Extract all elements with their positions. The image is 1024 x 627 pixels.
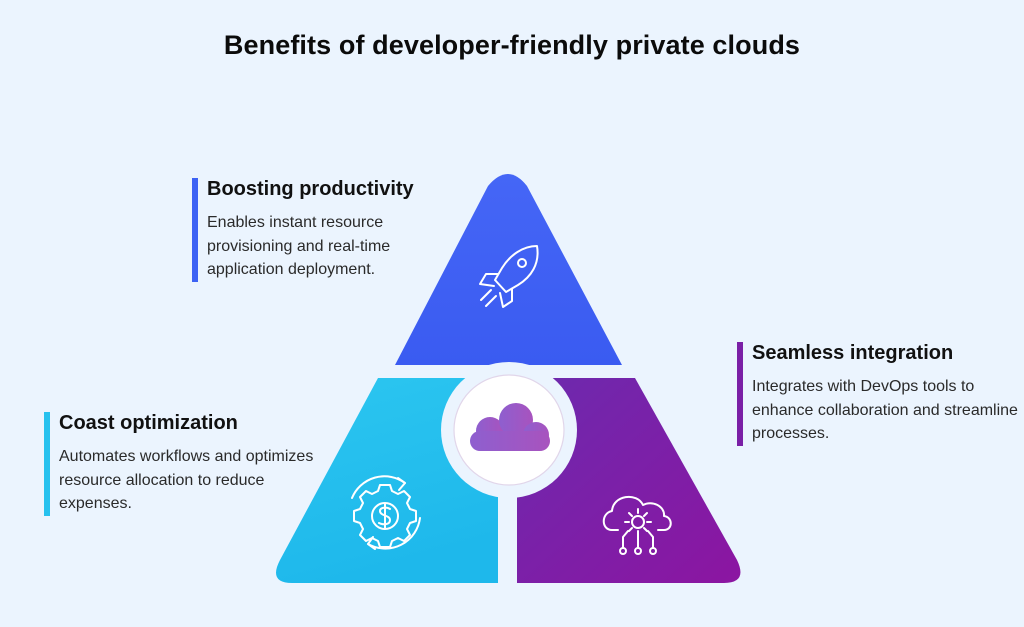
- rocket-icon: [479, 245, 539, 308]
- accent-bar: [737, 342, 743, 446]
- benefit-description: Automates workflows and optimizes resour…: [59, 448, 314, 512]
- accent-bar: [192, 178, 198, 282]
- benefit-heading: Seamless integration: [752, 342, 954, 364]
- page-title: Benefits of developer-friendly private c…: [223, 30, 801, 60]
- benefit-productivity: Boosting productivity Enables instant re…: [192, 178, 467, 282]
- benefit-cost: Coast optimization Automates workflows a…: [44, 412, 329, 516]
- dollar-gear-icon: [351, 475, 421, 550]
- benefit-integration: Seamless integration Integrates with Dev…: [737, 342, 1024, 446]
- cloud-gear-network-icon: [602, 495, 672, 555]
- benefit-heading: Coast optimization: [59, 412, 238, 434]
- benefit-description: Integrates with DevOps tools to enhance …: [752, 378, 1018, 442]
- accent-bar: [44, 412, 50, 516]
- benefit-heading: Boosting productivity: [207, 178, 414, 200]
- cloud-icon: [470, 403, 550, 451]
- benefit-description: Enables instant resource provisioning an…: [207, 214, 391, 278]
- segment-productivity: [395, 174, 622, 365]
